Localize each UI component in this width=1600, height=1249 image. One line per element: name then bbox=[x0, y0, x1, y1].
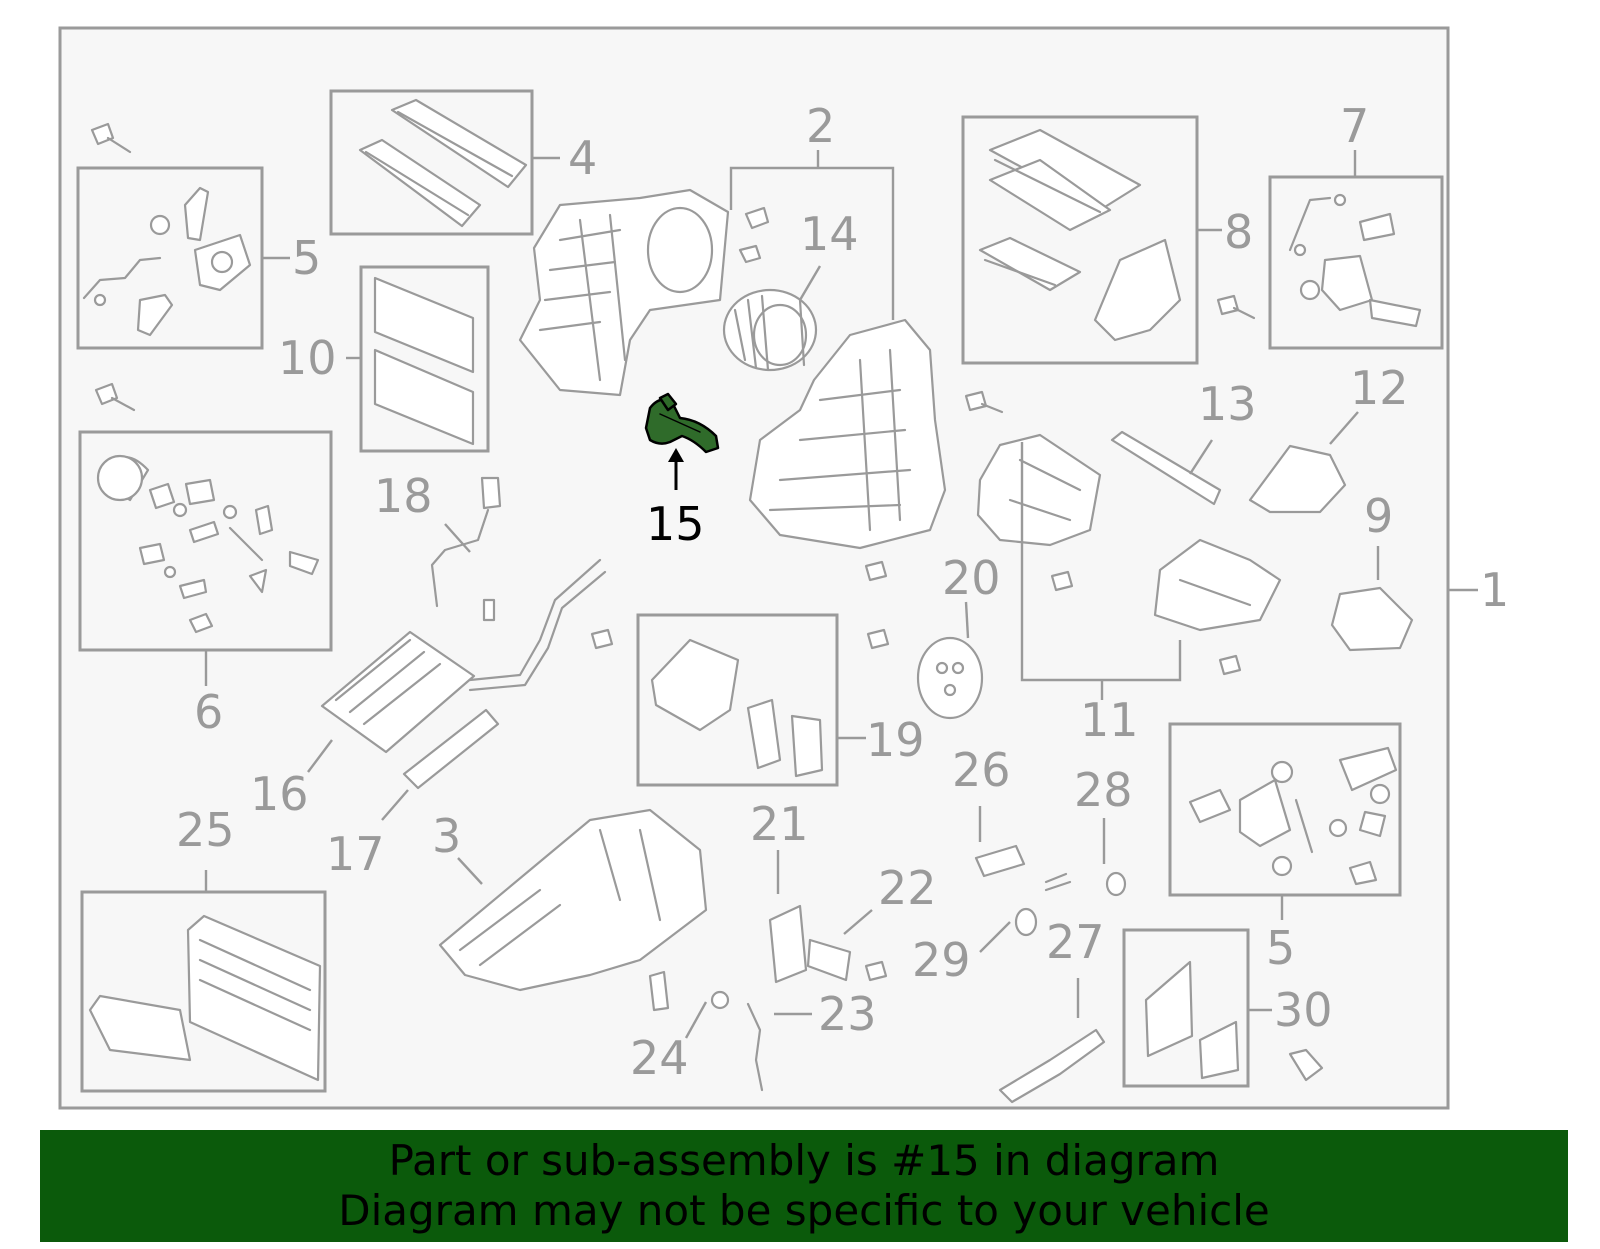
part-29-o-ring bbox=[1014, 907, 1038, 937]
label-5-top: 5 bbox=[292, 231, 321, 285]
label-26: 26 bbox=[952, 743, 1011, 797]
part-5-right-linkage bbox=[1188, 746, 1398, 886]
part-21-bracket bbox=[768, 904, 808, 984]
part-12-duct bbox=[1248, 444, 1347, 514]
part-19-doors bbox=[650, 638, 824, 778]
part-25-evaporator bbox=[88, 914, 322, 1082]
label-6: 6 bbox=[194, 685, 223, 739]
label-1: 1 bbox=[1480, 563, 1509, 617]
label-20: 20 bbox=[942, 551, 1001, 605]
box-part-4 bbox=[329, 89, 534, 236]
part-8-doors bbox=[978, 128, 1182, 342]
part-9-actuator bbox=[1330, 586, 1414, 652]
banner-line-disclaimer: Diagram may not be specific to your vehi… bbox=[338, 1186, 1270, 1235]
label-22: 22 bbox=[878, 861, 937, 915]
label-16: 16 bbox=[250, 767, 309, 821]
label-11: 11 bbox=[1080, 693, 1139, 747]
info-banner: Part or sub-assembly is #15 in diagram D… bbox=[40, 1130, 1568, 1242]
label-27: 27 bbox=[1046, 915, 1105, 969]
label-19: 19 bbox=[866, 713, 925, 767]
screw-parts bbox=[90, 122, 1324, 1082]
part-27-pipe bbox=[998, 1028, 1106, 1104]
callout-leaders bbox=[204, 150, 1478, 1039]
part-15-highlighted bbox=[644, 392, 720, 454]
label-3: 3 bbox=[432, 809, 461, 863]
label-13: 13 bbox=[1198, 377, 1257, 431]
part-6-linkage-set bbox=[96, 454, 320, 634]
part-24-clip bbox=[710, 990, 730, 1010]
part-30-filter bbox=[1144, 960, 1240, 1080]
part-11-mode-housing bbox=[976, 433, 1282, 632]
part-20-gasket bbox=[916, 636, 984, 720]
label-9: 9 bbox=[1364, 489, 1393, 543]
label-2: 2 bbox=[806, 99, 835, 153]
part-3-lower-case bbox=[438, 808, 708, 992]
banner-line-part-number: Part or sub-assembly is #15 in diagram bbox=[388, 1136, 1220, 1185]
part-18-harness bbox=[430, 476, 502, 608]
box-part-5-right bbox=[1168, 722, 1402, 897]
label-17: 17 bbox=[326, 827, 385, 881]
label-10: 10 bbox=[278, 331, 337, 385]
part-14-blower-wheel bbox=[722, 288, 818, 372]
label-24: 24 bbox=[630, 1031, 689, 1085]
box-part-8 bbox=[961, 115, 1199, 365]
label-29: 29 bbox=[912, 933, 971, 987]
part-16-heater-core bbox=[320, 558, 607, 754]
part-28-o-ring bbox=[1105, 871, 1127, 897]
label-14: 14 bbox=[800, 207, 859, 261]
box-part-25 bbox=[80, 890, 327, 1093]
label-12: 12 bbox=[1350, 361, 1409, 415]
part-13-seal bbox=[1110, 430, 1222, 506]
label-21: 21 bbox=[750, 797, 809, 851]
label-4: 4 bbox=[568, 131, 597, 185]
part-2-housing-left bbox=[518, 188, 730, 397]
part-4-filters bbox=[358, 98, 528, 228]
label-7: 7 bbox=[1340, 99, 1369, 153]
label-15-highlighted: 15 bbox=[646, 497, 705, 551]
part-2-housing-right bbox=[748, 318, 947, 550]
part-23-hose bbox=[746, 1002, 764, 1092]
label-25: 25 bbox=[176, 803, 235, 857]
label-28: 28 bbox=[1074, 763, 1133, 817]
part-26-sensor bbox=[974, 844, 1026, 878]
part-17-bracket bbox=[402, 708, 500, 790]
label-8: 8 bbox=[1224, 205, 1253, 259]
label-23: 23 bbox=[818, 987, 877, 1041]
part-5-top-linkage bbox=[82, 186, 252, 337]
part-7-actuator bbox=[1288, 193, 1422, 328]
part-10-filter bbox=[373, 276, 475, 446]
label-30: 30 bbox=[1274, 983, 1333, 1037]
box-part-19 bbox=[636, 613, 839, 787]
arrow-15 bbox=[668, 448, 684, 462]
label-5-right: 5 bbox=[1266, 921, 1295, 975]
label-18: 18 bbox=[374, 469, 433, 523]
box-part-30 bbox=[1122, 928, 1250, 1088]
part-22-sensor bbox=[806, 938, 852, 982]
